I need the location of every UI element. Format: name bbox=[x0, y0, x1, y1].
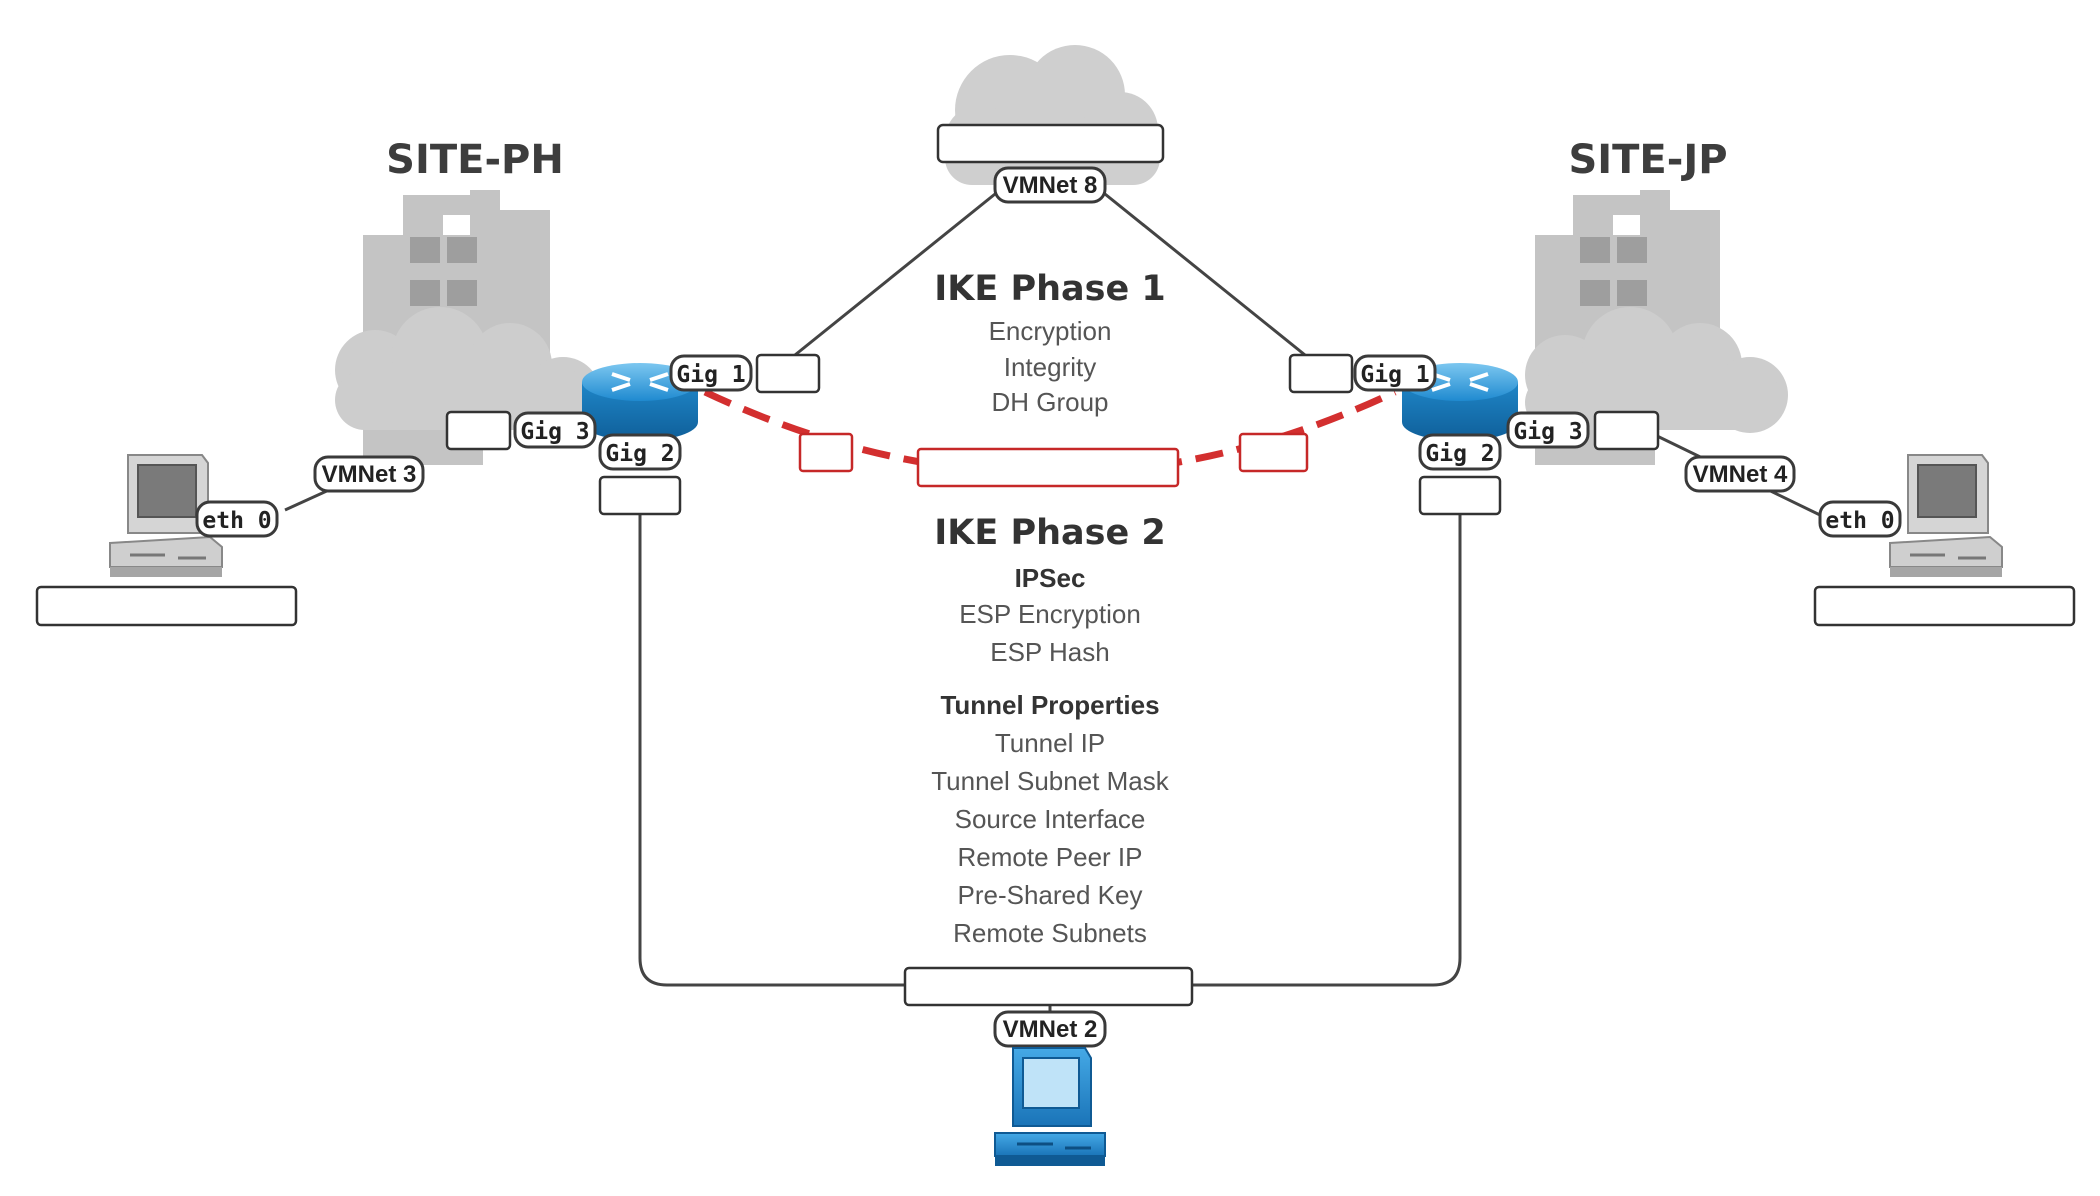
tunnel-property-item: Remote Subnets bbox=[953, 918, 1147, 948]
tunnel-property-item: Tunnel IP bbox=[995, 728, 1105, 758]
jp-gig1-label: Gig 1 bbox=[1360, 362, 1429, 388]
ph-gig1-ip-box[interactable] bbox=[755, 353, 821, 394]
vmnet3-tag[interactable] bbox=[313, 455, 425, 493]
jp-gig2-label: Gig 2 bbox=[1425, 441, 1494, 467]
management-network-box[interactable] bbox=[903, 966, 1194, 1007]
jp-gig1-ip-box[interactable] bbox=[1288, 353, 1354, 394]
ph-gig3-label: Gig 3 bbox=[520, 419, 589, 445]
ph-gig1-label: Gig 1 bbox=[676, 362, 745, 388]
link-jp-gig1-internet bbox=[1099, 188, 1306, 357]
tunnel-properties-heading: Tunnel Properties bbox=[940, 690, 1159, 720]
jp-gig2-port[interactable] bbox=[1418, 433, 1502, 471]
desktop-pc-icon bbox=[109, 454, 223, 577]
ike-phase1-item: Integrity bbox=[1004, 352, 1097, 382]
left-pc-ip-box[interactable] bbox=[35, 585, 298, 627]
desktop-pc-icon bbox=[1889, 454, 2003, 577]
vmnet8-label: VMNet 8 bbox=[1003, 172, 1098, 199]
tunnel-property-item: Tunnel Subnet Mask bbox=[931, 766, 1170, 796]
ph-gig2-ip-box[interactable] bbox=[598, 475, 682, 516]
tunnel-property-item: Pre-Shared Key bbox=[958, 880, 1143, 910]
router-icon bbox=[582, 363, 698, 441]
jp-gig2-ip-box[interactable] bbox=[1418, 475, 1502, 516]
ipsec-heading: IPSec bbox=[1015, 563, 1086, 593]
ph-gig2-port[interactable] bbox=[598, 433, 682, 471]
ph-gig3-ip-box[interactable] bbox=[445, 410, 512, 451]
tunnel-name-box[interactable] bbox=[916, 447, 1180, 488]
tunnel-right-ip-box[interactable] bbox=[1238, 432, 1309, 473]
ph-gig3-port[interactable] bbox=[513, 411, 597, 449]
site-ph-title: SITE-PH bbox=[386, 137, 564, 183]
right-pc-eth0-label: eth 0 bbox=[1825, 508, 1894, 534]
left-pc-eth0-label: eth 0 bbox=[202, 508, 271, 534]
right-pc-eth0-port[interactable] bbox=[1818, 500, 1902, 538]
vmnet2-label: VMNet 2 bbox=[1003, 1016, 1098, 1043]
ipsec-item: ESP Encryption bbox=[959, 599, 1141, 629]
ike-phase1-title: IKE Phase 1 bbox=[934, 269, 1166, 309]
vmnet3-label: VMNet 3 bbox=[322, 461, 417, 488]
jp-gig3-label: Gig 3 bbox=[1513, 419, 1582, 445]
vmnet8-tag[interactable] bbox=[993, 166, 1107, 204]
ph-gig2-label: Gig 2 bbox=[605, 441, 674, 467]
cloud-icon bbox=[945, 45, 1160, 185]
left-pc-eth0-port[interactable] bbox=[195, 500, 279, 538]
jp-gig3-port[interactable] bbox=[1506, 411, 1590, 449]
jp-gig1-port[interactable] bbox=[1353, 354, 1437, 392]
desktop-pc-icon bbox=[994, 1047, 1106, 1166]
ph-gig1-port[interactable] bbox=[669, 354, 753, 392]
ike-phase2-title: IKE Phase 2 bbox=[934, 513, 1166, 553]
building-icon bbox=[335, 190, 601, 465]
site-jp-title: SITE-JP bbox=[1568, 137, 1727, 183]
vmnet4-label: VMNet 4 bbox=[1693, 461, 1788, 488]
ipsec-item: ESP Hash bbox=[990, 637, 1109, 667]
ike-phase1-item: Encryption bbox=[989, 316, 1112, 346]
ike-phase1-item: DH Group bbox=[991, 387, 1108, 417]
right-pc-ip-box[interactable] bbox=[1813, 585, 2076, 627]
tunnel-property-item: Source Interface bbox=[955, 804, 1146, 834]
vmnet4-tag[interactable] bbox=[1684, 455, 1796, 493]
internet-label-box[interactable] bbox=[936, 123, 1165, 164]
link-ph-gig1-internet bbox=[794, 188, 1001, 357]
tunnel-property-item: Remote Peer IP bbox=[958, 842, 1143, 872]
tunnel-left-ip-box[interactable] bbox=[798, 432, 854, 473]
jp-gig3-ip-box[interactable] bbox=[1593, 410, 1660, 451]
vmnet2-tag[interactable] bbox=[993, 1010, 1107, 1048]
